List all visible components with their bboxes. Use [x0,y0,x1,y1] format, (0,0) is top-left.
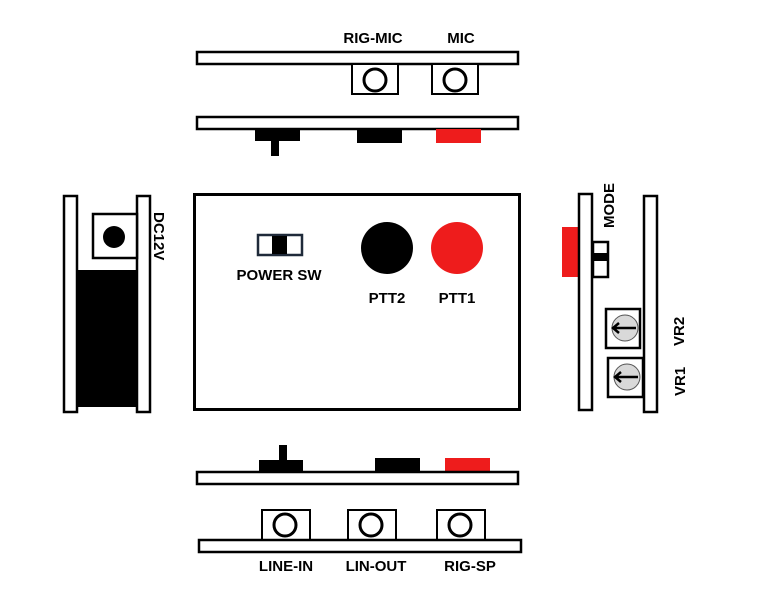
power-switch-label: POWER SW [237,267,323,284]
bottom-power-switch-lever [279,445,287,461]
lin-out-label: LIN-OUT [346,558,407,575]
ptt2-side [357,129,402,143]
line-in-jack-hole [272,512,298,538]
vr2-label: VR2 [671,317,688,346]
bottom-power-switch-side [259,460,303,472]
rig-mic-label: RIG-MIC [343,30,402,47]
bottom-rail-outer [197,538,523,554]
mic-jack-hole [442,67,468,93]
rig-sp-label: RIG-SP [444,558,496,575]
vr2-arrow-icon [611,322,636,334]
battery-block [77,270,137,407]
power-switch-lever [271,129,279,156]
right-view: MODE VR2 VR1 [562,183,689,414]
mic-label: MIC [447,30,475,47]
ptt1-label: PTT1 [439,290,476,307]
vr1-label: VR1 [672,367,689,396]
line-in-label: LINE-IN [259,558,313,575]
left-rail-inner [135,194,152,414]
top-rail-inner [195,115,520,131]
top-view: RIG-MIC MIC [195,30,520,156]
lin-out-jack-hole [358,512,384,538]
mode-switch-slider [593,253,608,261]
bottom-ptt1-side [445,458,490,472]
dc12v-label: DC12V [150,212,167,260]
ptt1-button[interactable] [431,222,483,274]
dc-jack-hole [103,226,125,248]
ptt2-button[interactable] [361,222,413,274]
power-switch-slider [272,236,287,254]
bottom-rail-inner [195,470,520,486]
vr1-arrow-icon [613,371,638,383]
right-rail-inner [577,192,594,412]
top-rail-outer [195,50,520,66]
left-view: DC12V [62,194,167,414]
left-rail-outer [62,194,79,414]
ptt1-side [436,129,481,143]
front-panel: POWER SW PTT2 PTT1 [193,193,521,411]
mode-label: MODE [601,183,618,228]
dc-jack [91,212,139,260]
ptt1-side-right [562,227,578,277]
bottom-ptt2-side [375,458,420,472]
rig-sp-jack-hole [447,512,473,538]
right-rail-outer [642,194,659,414]
rig-mic-jack-hole [362,67,388,93]
bottom-view: LINE-IN LIN-OUT RIG-SP [195,445,523,575]
ptt2-label: PTT2 [369,290,406,307]
